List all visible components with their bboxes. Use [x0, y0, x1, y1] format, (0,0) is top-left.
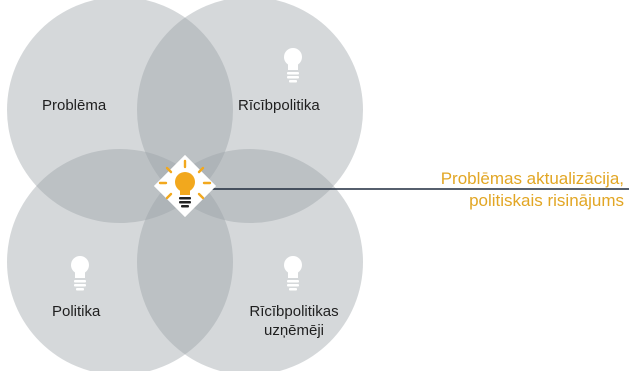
lightbulb-glowing-icon [158, 159, 212, 208]
label-ricibpolitika: Rīcībpolitika [238, 97, 320, 114]
callout-text: Problēmas aktualizācija, politiskais ris… [408, 168, 624, 212]
label-problema: Problēma [42, 97, 107, 114]
callout-line1: Problēmas aktualizācija, [440, 169, 624, 188]
label-ricibpolitikas-uznemeji: Rīcībpolitikas uzņēmēji [239, 302, 349, 340]
label-uznemeji-line2: uzņēmēji [263, 322, 325, 339]
label-ricibpolitikas-line1: Rīcībpolitikas [249, 303, 339, 320]
label-politika: Politika [52, 303, 101, 320]
callout-line2: politiskais risinājums [469, 191, 624, 210]
